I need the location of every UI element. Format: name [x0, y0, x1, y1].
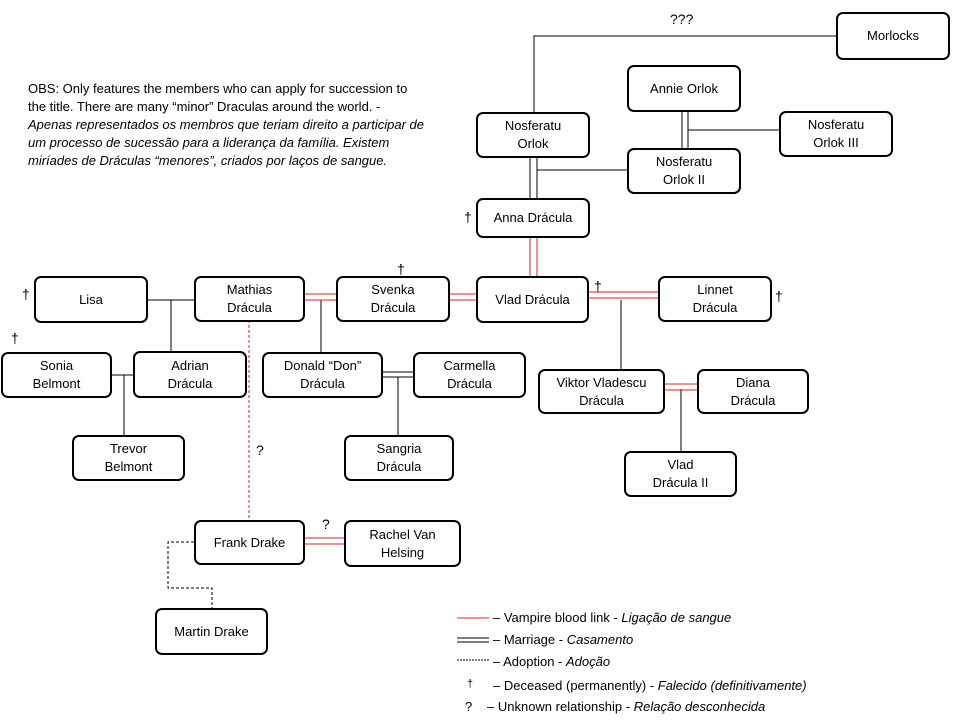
legend-marriage: – Marriage - Casamento [493, 632, 634, 647]
node-rachel-van-helsing[interactable]: Rachel Van Helsing [344, 520, 461, 567]
node-morlocks[interactable]: Morlocks [836, 12, 950, 60]
deceased-marker: † [594, 278, 602, 294]
note-english: OBS: Only features the members who can a… [28, 81, 408, 114]
node-svenka-dracula[interactable]: Svenka Drácula [336, 276, 450, 322]
legend-blood: – Vampire blood link - Ligação de sangue [493, 610, 732, 625]
adoption-line [167, 541, 213, 608]
node-donald-dracula[interactable]: Donald “Don” Drácula [262, 352, 383, 398]
legend-adoption: – Adoption - Adoção [493, 654, 611, 669]
node-nosferatu-orlok[interactable]: Nosferatu Orlok [476, 112, 590, 158]
node-vlad-dracula-ii[interactable]: Vlad Drácula II [624, 451, 737, 497]
node-mathias-dracula[interactable]: Mathias Drácula [194, 276, 305, 322]
legend-deceased-symbol: † [467, 678, 474, 690]
node-adrian-dracula[interactable]: Adrian Drácula [133, 351, 247, 398]
note-portuguese: Apenas representados os membros que teri… [28, 117, 424, 168]
node-lisa[interactable]: Lisa [34, 276, 148, 323]
node-vlad-dracula[interactable]: Vlad Drácula [476, 276, 589, 323]
unknown-marker: ? [256, 442, 264, 458]
node-sonia-belmont[interactable]: Sonia Belmont [1, 352, 112, 398]
legend-symbols [457, 617, 489, 661]
observation-note: OBS: Only features the members who can a… [28, 80, 428, 170]
deceased-marker: † [22, 286, 30, 302]
node-martin-drake[interactable]: Martin Drake [155, 608, 268, 655]
unknown-relation-label: ??? [670, 11, 694, 27]
node-carmella-dracula[interactable]: Carmella Drácula [413, 352, 526, 398]
node-diana-dracula[interactable]: Diana Drácula [697, 369, 809, 414]
legend-unknown: – Unknown relationship - Relação desconh… [487, 699, 766, 714]
legend-deceased: – Deceased (permanently) - Falecido (def… [493, 678, 807, 693]
node-linnet-dracula[interactable]: Linnet Drácula [658, 276, 772, 322]
deceased-marker: † [775, 288, 783, 304]
node-frank-drake[interactable]: Frank Drake [194, 520, 305, 565]
node-trevor-belmont[interactable]: Trevor Belmont [72, 435, 185, 481]
deceased-marker: † [11, 330, 19, 346]
legend-unknown-symbol: ? [465, 699, 473, 714]
node-viktor-dracula[interactable]: Viktor Vladescu Drácula [538, 369, 665, 414]
node-nosferatu-orlok-iii[interactable]: Nosferatu Orlok III [779, 111, 893, 157]
deceased-marker: † [397, 261, 405, 277]
unknown-link-line [533, 35, 836, 112]
node-anna-dracula[interactable]: Anna Drácula [476, 198, 590, 238]
node-annie-orlok[interactable]: Annie Orlok [627, 65, 741, 112]
node-nosferatu-orlok-ii[interactable]: Nosferatu Orlok II [627, 148, 741, 194]
deceased-marker: † [464, 209, 472, 225]
unknown-marker: ? [322, 516, 330, 532]
node-sangria-dracula[interactable]: Sangria Drácula [344, 435, 454, 481]
